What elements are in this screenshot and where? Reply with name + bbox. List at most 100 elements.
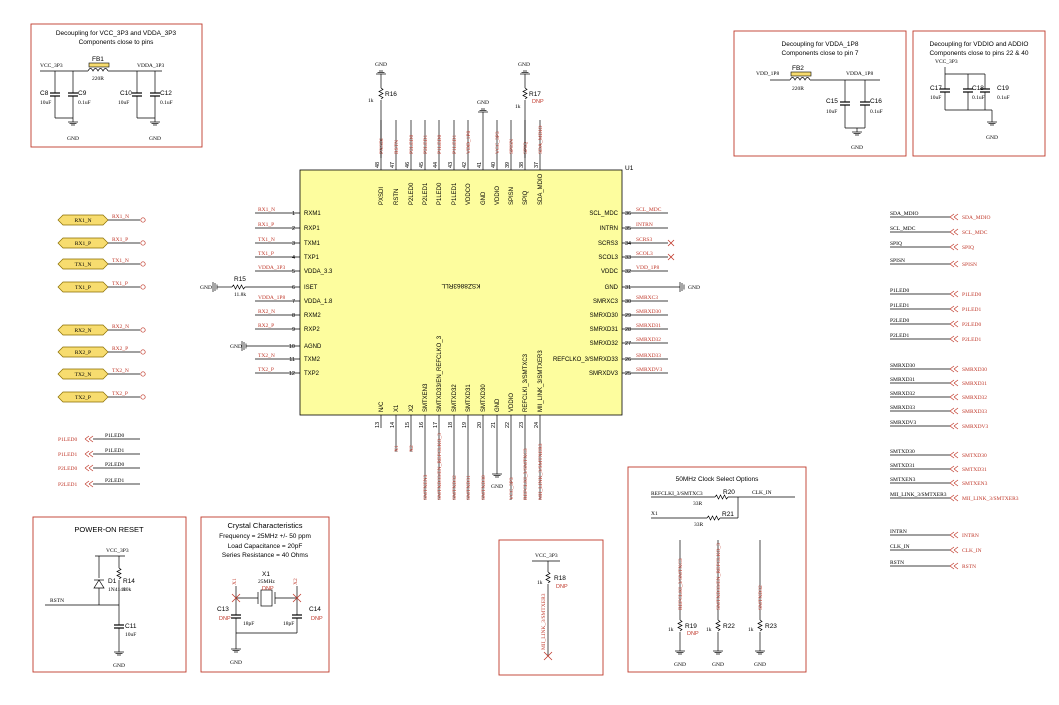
net-label: VDD_1P8: [636, 265, 659, 271]
net-label: TX1_P: [258, 251, 274, 257]
c9-ref: C9: [78, 90, 87, 97]
port-flag-label: TX2_P: [75, 395, 91, 401]
net-label: RX2_P: [112, 346, 128, 352]
net-label: P2LED1: [105, 478, 125, 484]
pin-name: TXM2: [304, 357, 321, 363]
net-label: RSTN: [394, 140, 400, 154]
power-on-reset-block: POWER-ON RESET VCC_3P3 D1 1N4148 R14 10k…: [32, 516, 187, 673]
por-title: POWER-ON RESET: [74, 525, 144, 534]
pin-name: RXM2: [304, 313, 321, 319]
r21-ref: R21: [722, 511, 734, 518]
net-label: SDA_MDIO: [538, 126, 544, 154]
port-flag-label: SMTXEN3: [962, 481, 988, 487]
net-label: P1LED0: [105, 433, 125, 439]
decoupling-3p3-subtitle: Components close to pins: [79, 39, 155, 46]
net-label: P1LED0: [437, 135, 443, 155]
port-rx2-p[interactable]: RX2_P RX2_P: [57, 346, 146, 358]
net-label: RX2_N: [258, 309, 275, 315]
pin-name: SMRXD30: [590, 313, 619, 319]
fb1-ref: FB1: [92, 56, 104, 63]
port-flag-label: RX1_N: [74, 218, 91, 224]
net-label: SMRXC3: [636, 295, 658, 301]
net-label: RX1_P: [112, 237, 128, 243]
r17-dnp: DNP: [532, 99, 544, 105]
pin-name: SMTXD32: [452, 384, 458, 412]
offpage-connector-icon: [140, 349, 146, 355]
c15-ref: C15: [826, 98, 838, 105]
x1-ref: X1: [262, 571, 270, 578]
pin-name: SPISN: [509, 187, 515, 205]
c14-ref: C14: [309, 606, 321, 613]
fb1-value: 220R: [92, 76, 104, 82]
net-label: MII_LINK_3/SMTXER3: [538, 443, 544, 500]
por-gnd: GND: [113, 663, 125, 669]
net-label: P2LED1: [890, 333, 910, 339]
decvddio-gnd: GND: [986, 135, 998, 141]
net-label: SMTXD32: [452, 475, 458, 500]
pin-name: N/C: [379, 401, 385, 412]
port-arrow-icon: [84, 480, 94, 488]
mii-net-label: MII_LINK_3/SMTXER3: [541, 593, 547, 650]
port-flag-label: SPIQ: [962, 245, 974, 251]
clk-in2-label: X1: [651, 511, 658, 517]
pin-number: 24: [534, 422, 540, 428]
c10-value: 10uF: [118, 100, 129, 106]
port-arrow-icon: [949, 365, 959, 373]
right-port-flags: SDA_MDIOSDA_MDIOSCL_MDCSCL_MDCSPIQSPIQSP…: [890, 211, 1019, 570]
port-arrow-icon: [949, 335, 959, 343]
pin-name: SMRXDV3: [589, 371, 619, 377]
pin-number: 22: [505, 422, 511, 428]
pin-name: P1LED1: [452, 182, 458, 205]
port-flag-label: SMRXD30: [962, 367, 987, 373]
net-label: X1: [394, 445, 400, 452]
pin-number: 39: [505, 162, 511, 168]
port-flag-label: RX2_P: [75, 350, 91, 356]
pin-number: 15: [405, 422, 411, 428]
r18-value: 1k: [537, 580, 543, 586]
dec3p3-gnd-a: GND: [67, 136, 79, 142]
chip-body: [299, 169, 623, 416]
crystal-frame: [200, 516, 330, 673]
pin-name: RXM1: [304, 211, 321, 217]
pin-name: TXP1: [304, 255, 320, 261]
pin-name: AGND: [304, 344, 322, 350]
